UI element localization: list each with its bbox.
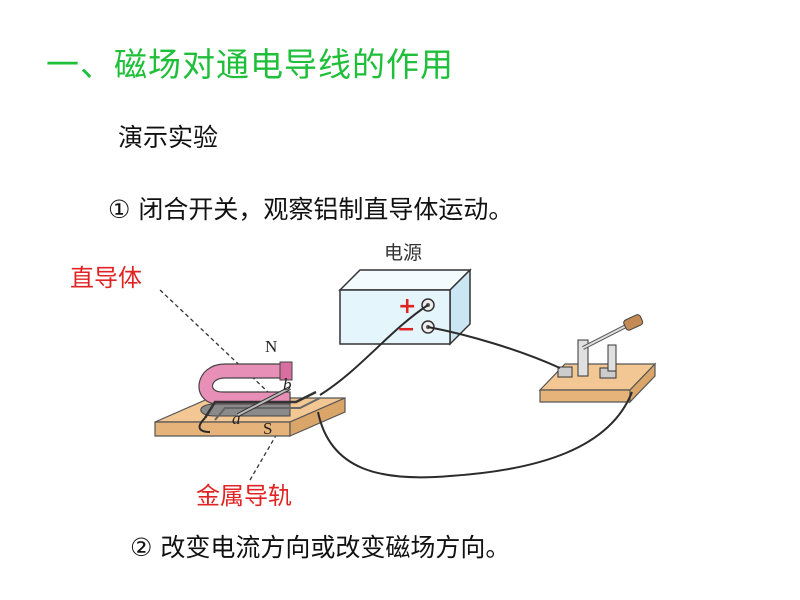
negative-sign: −: [397, 317, 415, 342]
rail-label: 金属导轨: [196, 482, 292, 510]
step-2-text: ② 改变电流方向或改变磁场方向。: [130, 533, 511, 562]
magnet-south-label: S: [263, 419, 272, 438]
conductor-pointer-line: [159, 289, 269, 393]
point-a-label: a: [232, 409, 241, 428]
step-1-text: ① 闭合开关，观察铝制直导体运动。: [108, 195, 514, 224]
knife-switch[interactable]: [557, 314, 644, 379]
aluminum-conductor: [237, 386, 291, 417]
slide-subtitle: 演示实验: [118, 123, 219, 152]
magnet-north-label: N: [265, 337, 277, 356]
switch-board: [538, 362, 657, 404]
slide-title: 一、磁场对通电导线的作用: [46, 45, 454, 84]
point-b-label: b: [283, 375, 292, 394]
circuit-wires: [198, 304, 633, 479]
power-source-label: 电源: [384, 242, 423, 264]
power-source: + −: [338, 268, 472, 346]
positive-sign: +: [398, 294, 416, 319]
conductor-label: 直导体: [70, 264, 142, 292]
metal-rails: [203, 390, 321, 421]
